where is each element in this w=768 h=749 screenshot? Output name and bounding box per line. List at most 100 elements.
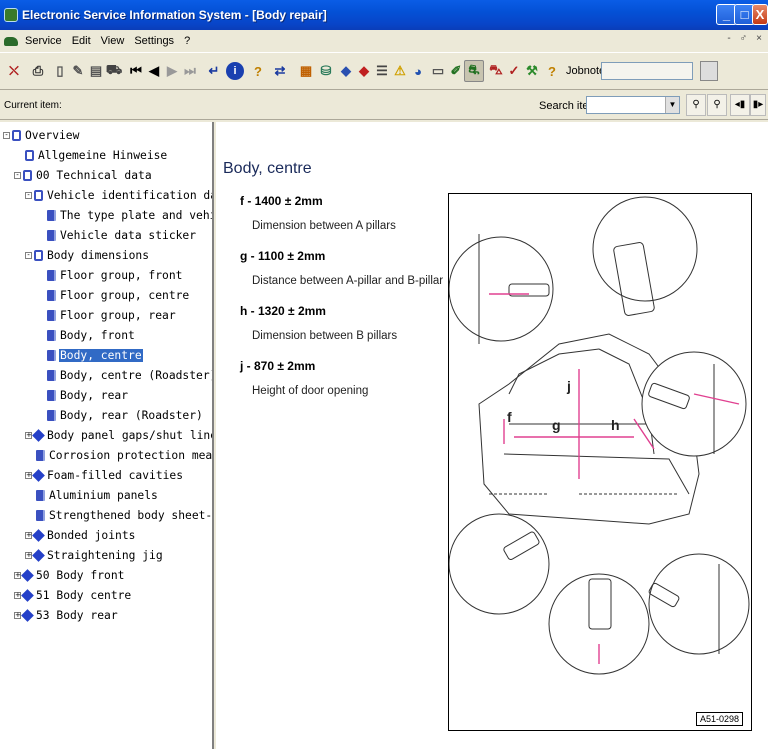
tree-node[interactable]: Aluminium panels (25, 487, 159, 503)
tree-node[interactable]: + Bonded joints (25, 527, 136, 543)
question-icon[interactable]: ? (548, 63, 556, 79)
expand-icon[interactable]: + (25, 470, 32, 479)
page-icon (36, 489, 45, 501)
globe-icon[interactable]: ◕ (414, 63, 422, 79)
tree-node-label: Bonded joints (47, 528, 136, 542)
menu-help[interactable]: ? (184, 35, 191, 47)
tree-node[interactable]: Body, rear (36, 387, 129, 403)
tree-node-label: Body panel gaps/shut lines (47, 428, 214, 442)
menu-service[interactable]: Service (25, 35, 62, 47)
detail-circle-top-right (592, 196, 698, 302)
expand-icon[interactable]: + (14, 610, 21, 619)
tree-node-label: Aluminium panels (49, 488, 158, 502)
back-icon[interactable]: ↵ (208, 63, 220, 78)
search-item-input[interactable]: ▼ (586, 96, 680, 114)
checklist-icon[interactable]: ✓ (508, 63, 520, 78)
first-page-icon[interactable]: ⏮ (130, 63, 142, 78)
tree-node[interactable]: -00 Technical data (14, 167, 153, 183)
print-icon[interactable]: ⎙ (32, 63, 44, 78)
pen-icon[interactable]: ✐ (450, 63, 462, 78)
tree-node[interactable]: +50 Body front (14, 567, 125, 583)
tree-node[interactable]: Body, centre (Roadster) (36, 367, 212, 383)
collapse-icon[interactable]: - (3, 131, 10, 139)
go-back-icon[interactable]: ◂▮ (730, 94, 750, 116)
service-car-icon[interactable]: ⛍ (489, 62, 503, 77)
tree-node[interactable]: The type plate and vehicle (36, 207, 212, 223)
collapse-icon[interactable]: - (14, 171, 21, 179)
tree-node[interactable]: Body, front (36, 327, 136, 343)
tree-node[interactable]: Allgemeine Hinweise (14, 147, 168, 163)
list-icon[interactable]: ☰ (376, 63, 388, 78)
tree-node[interactable]: +51 Body centre (14, 587, 132, 603)
menu-edit[interactable]: Edit (71, 35, 91, 47)
collapse-icon[interactable]: - (25, 191, 32, 199)
info-icon[interactable]: i (226, 62, 244, 80)
dropdown-arrow-icon[interactable]: ▼ (665, 97, 679, 113)
mdi-restore-button[interactable]: ♂ (739, 33, 748, 44)
expand-icon[interactable]: + (25, 550, 32, 559)
last-page-icon[interactable]: ⏭ (184, 63, 196, 78)
module-icon[interactable]: ▦ (299, 63, 313, 78)
close-button[interactable]: X (752, 4, 768, 25)
tree-node[interactable]: Body, rear (Roadster) (36, 407, 204, 423)
jobnote-input[interactable] (601, 62, 693, 80)
tree-node[interactable]: Body, centre (36, 347, 143, 363)
search-next-icon[interactable]: ⚲ (707, 94, 727, 116)
expand-icon[interactable]: + (14, 570, 21, 579)
car-mode-icon[interactable]: ⛐ (464, 60, 484, 82)
page-icon (47, 289, 56, 301)
tree-node[interactable]: Floor group, front (36, 267, 183, 283)
warning-icon[interactable]: ⚠ (394, 63, 406, 78)
database-icon[interactable]: ⛁ (320, 63, 332, 78)
book-open-icon (25, 149, 34, 161)
tree-node-label: Body, rear (60, 388, 129, 402)
tree-node[interactable]: -Vehicle identification data (25, 187, 212, 203)
mdi-minimize-button[interactable]: - (727, 33, 731, 44)
collapse-icon[interactable]: - (25, 251, 32, 259)
tree-node[interactable]: Floor group, rear (36, 307, 177, 323)
tree-node[interactable]: Vehicle data sticker (36, 227, 197, 243)
exit-icon[interactable]: ⛌ (9, 63, 19, 78)
tree-node[interactable]: +Straightening jig (25, 547, 164, 563)
document-icon[interactable]: ▤ (89, 63, 103, 78)
previous-page-icon[interactable]: ◀ (149, 63, 159, 78)
book-blue-icon[interactable]: ◆ (341, 63, 351, 78)
page-icon (47, 349, 56, 361)
expand-icon[interactable]: + (25, 530, 32, 539)
swap-icon[interactable]: ⇄ (274, 63, 286, 78)
tree-node[interactable]: +Foam-filled cavities (25, 467, 184, 483)
page-icon (47, 309, 56, 321)
tree-node[interactable]: -Body dimensions (25, 247, 150, 263)
menu-settings[interactable]: Settings (134, 35, 175, 47)
next-page-icon[interactable]: ▶ (167, 63, 177, 78)
label-f: f (507, 409, 512, 425)
tree-node[interactable]: + Body panel gaps/shut lines (25, 427, 214, 443)
tree-node[interactable]: Floor group, centre (36, 287, 190, 303)
help-icon[interactable]: ? (254, 63, 262, 79)
jobnote-button[interactable] (700, 61, 718, 81)
expand-icon[interactable]: + (14, 590, 21, 599)
clipboard-icon[interactable]: ▭ (431, 63, 445, 78)
new-document-icon[interactable]: ▯ (56, 63, 64, 78)
tree-node[interactable]: Corrosion protection measures (25, 447, 212, 463)
page-icon (47, 209, 56, 221)
tree-node[interactable]: +53 Body rear (14, 607, 119, 623)
app-icon (4, 8, 18, 22)
tree-node[interactable]: - Overview (3, 127, 80, 143)
vehicle-icon[interactable]: ⛟ (105, 62, 123, 77)
tree-node-label: Overview (25, 128, 80, 142)
book-red-icon[interactable]: ◆ (359, 63, 369, 78)
tree-node-label: 50 Body front (36, 568, 125, 582)
tree-node-label: Floor group, rear (60, 308, 176, 322)
menu-view[interactable]: View (100, 35, 125, 47)
tree-node[interactable]: Strengthened body sheet-metal (25, 507, 212, 523)
expand-icon[interactable]: + (25, 430, 32, 439)
tools-icon[interactable]: ⚒ (526, 63, 538, 78)
edit-document-icon[interactable]: ✎ (72, 63, 84, 78)
mdi-controls: - ♂ × (727, 33, 762, 44)
mdi-close-button[interactable]: × (756, 33, 762, 44)
search-icon[interactable]: ⚲ (686, 94, 706, 116)
page-icon (36, 509, 45, 521)
go-forward-icon[interactable]: ▮▸ (750, 94, 766, 116)
